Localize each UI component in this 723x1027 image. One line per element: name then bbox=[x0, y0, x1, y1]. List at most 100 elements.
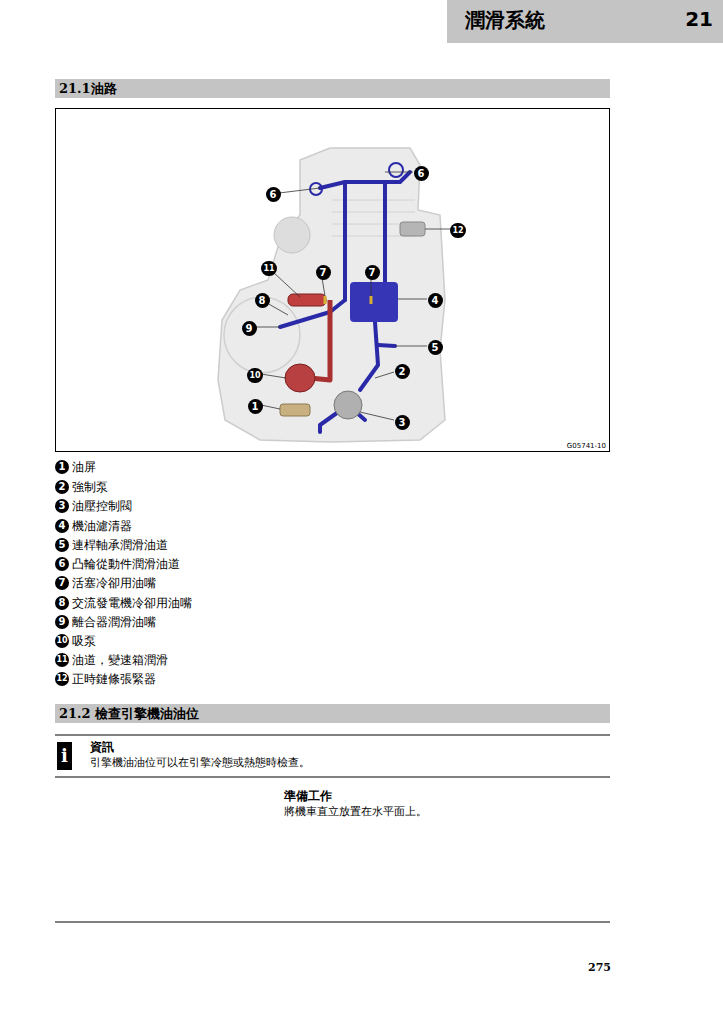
legend-number: 9 bbox=[55, 615, 69, 629]
art-part bbox=[378, 345, 395, 346]
legend-item: 12正時鏈條張緊器 bbox=[55, 671, 156, 687]
art-part bbox=[398, 299, 427, 300]
oil-screen bbox=[280, 404, 310, 416]
callout-number: 7 bbox=[316, 265, 331, 280]
callout-number: 2 bbox=[395, 364, 410, 379]
legend-item: 9離合器潤滑油嘴 bbox=[55, 614, 156, 630]
callout-number: 10 bbox=[247, 368, 263, 383]
legend-item: 5連桿軸承潤滑油道 bbox=[55, 537, 168, 553]
legend-text: 正時鏈條張緊器 bbox=[72, 671, 156, 688]
section-bar: 21.2 檢查引擎機油油位 bbox=[55, 704, 610, 723]
rule-line bbox=[55, 777, 610, 778]
art-part bbox=[279, 188, 320, 193]
art-part bbox=[261, 405, 280, 409]
legend-number: 5 bbox=[55, 538, 69, 552]
callout-number: 3 bbox=[395, 415, 410, 430]
art-part bbox=[320, 172, 410, 188]
art-part bbox=[383, 182, 387, 290]
callout-number: 11 bbox=[261, 261, 277, 276]
pressure-pump bbox=[334, 391, 362, 419]
art-part bbox=[285, 364, 315, 392]
engine-body bbox=[218, 148, 445, 442]
chain-tensioner bbox=[400, 222, 425, 236]
art-part bbox=[324, 296, 327, 304]
section-bar: 21.1油路 bbox=[55, 79, 610, 98]
art-part bbox=[425, 229, 450, 230]
callout-number: 6 bbox=[266, 187, 281, 202]
art-part bbox=[360, 322, 378, 390]
legend-item: 8交流發電機冷卻用油嘴 bbox=[55, 595, 192, 611]
art-part bbox=[389, 163, 403, 177]
oil-passages-red bbox=[285, 294, 330, 392]
art-part bbox=[288, 294, 326, 306]
art-part bbox=[322, 278, 325, 296]
page-number: 275 bbox=[588, 961, 611, 974]
figure-code: G05741-10 bbox=[567, 442, 606, 450]
piston-nozzles bbox=[325, 296, 371, 304]
art-part bbox=[343, 182, 347, 300]
legend-text: 機油濾清器 bbox=[72, 518, 132, 535]
callout-number: 2 bbox=[395, 364, 410, 379]
legend-text: 連桿軸承潤滑油道 bbox=[72, 537, 168, 554]
callout-number: 6 bbox=[414, 166, 429, 181]
art-part bbox=[310, 300, 330, 380]
leader-lines bbox=[255, 172, 450, 420]
legend-item: 7活塞冷卻用油嘴 bbox=[55, 575, 156, 591]
legend-number: 6 bbox=[55, 557, 69, 571]
legend-number: 4 bbox=[55, 519, 69, 533]
section-title: 21.1油路 bbox=[59, 81, 117, 96]
callout-number: 9 bbox=[242, 321, 257, 336]
art-part bbox=[261, 374, 286, 378]
engine-illustration bbox=[218, 148, 445, 442]
section-title: 21.2 檢查引擎機油油位 bbox=[59, 706, 199, 721]
art-part bbox=[375, 372, 394, 378]
art-part bbox=[360, 412, 394, 420]
art-part bbox=[267, 303, 288, 315]
legend-item: 10吸泵 bbox=[55, 633, 96, 649]
callout-number: 5 bbox=[428, 340, 443, 355]
step-heading: 準備工作 bbox=[284, 788, 332, 805]
note-heading: 資訊 bbox=[90, 739, 114, 756]
callout-number: 12 bbox=[450, 223, 466, 238]
callout-number: 10 bbox=[247, 368, 263, 383]
callout-number: 12 bbox=[450, 223, 466, 238]
legend-item: 4機油濾清器 bbox=[55, 518, 132, 534]
callout-number: 7 bbox=[365, 265, 380, 280]
legend-item: 11油道，變速箱潤滑 bbox=[55, 652, 168, 668]
callout-number: 9 bbox=[242, 321, 257, 336]
legend-text: 強制泵 bbox=[72, 479, 108, 496]
callout-number: 7 bbox=[365, 265, 380, 280]
legend-text: 交流發電機冷卻用油嘴 bbox=[72, 595, 192, 612]
legend-text: 油屏 bbox=[72, 459, 96, 476]
note-text: 引擎機油油位可以在引擎冷態或熱態時檢查。 bbox=[90, 755, 310, 770]
legend-text: 離合器潤滑油嘴 bbox=[72, 614, 156, 631]
oil-passages-blue bbox=[280, 163, 410, 432]
rule-line bbox=[55, 735, 610, 736]
legend-number: 1 bbox=[55, 460, 69, 474]
callout-number: 6 bbox=[414, 166, 429, 181]
legend-item: 2強制泵 bbox=[55, 479, 108, 495]
art-part bbox=[255, 327, 280, 328]
figure-frame: G05741-1066121177489521013 bbox=[55, 108, 610, 452]
rule-line bbox=[55, 922, 610, 923]
oil-filter bbox=[350, 282, 398, 322]
clutch-cover bbox=[224, 297, 300, 373]
legend-text: 油壓控制閥 bbox=[72, 498, 132, 515]
legend-number: 11 bbox=[55, 653, 69, 667]
callout-number: 7 bbox=[316, 265, 331, 280]
callout-number: 3 bbox=[395, 415, 410, 430]
chapter-band: 潤滑系統21 bbox=[447, 0, 723, 43]
art-part bbox=[370, 296, 373, 304]
legend-number: 3 bbox=[55, 499, 69, 513]
callout-number: 1 bbox=[248, 399, 263, 414]
art-part bbox=[273, 272, 300, 297]
callout-number: 11 bbox=[261, 261, 277, 276]
step-text: 將機車直立放置在水平面上。 bbox=[284, 804, 427, 819]
art-part bbox=[385, 172, 413, 173]
chapter-number: 21 bbox=[685, 7, 713, 31]
legend-text: 油道，變速箱潤滑 bbox=[72, 652, 168, 669]
info-letter: i bbox=[61, 745, 68, 766]
throttle-body bbox=[274, 217, 310, 253]
